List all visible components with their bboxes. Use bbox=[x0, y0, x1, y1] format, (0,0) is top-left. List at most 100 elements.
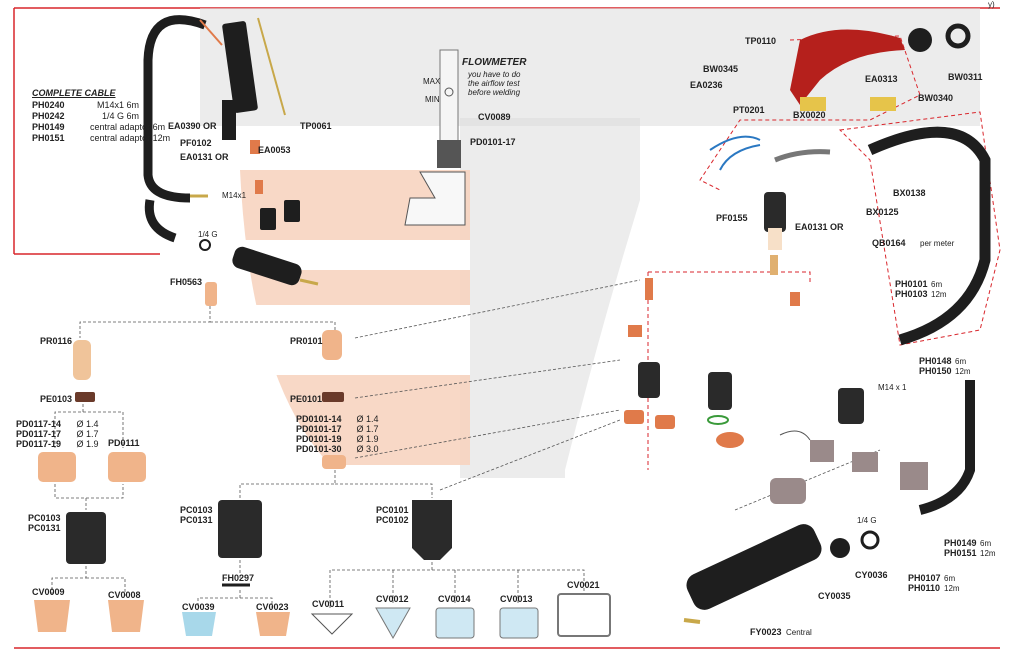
label-bw0345: BW0345 bbox=[703, 64, 739, 74]
label-ph0150: PH0150 bbox=[919, 366, 952, 376]
label-pr0116: PR0116 bbox=[40, 336, 73, 346]
label-pe0101: PE0101 bbox=[290, 394, 323, 404]
label-pc0103: PC0103 bbox=[28, 513, 61, 523]
label-ph0103: PH0103 bbox=[895, 289, 928, 299]
label-ph0151-len: 12m bbox=[980, 549, 996, 558]
pd0101-dia: Ø 3.0 bbox=[356, 444, 379, 454]
list-item: PD0117-19 Ø 1.9 bbox=[16, 439, 99, 449]
label-cv0013: CV0013 bbox=[500, 594, 533, 604]
cell-len: 6m bbox=[126, 100, 140, 110]
label-m14x1: M14x1 bbox=[222, 191, 247, 200]
pd0117-code: PD0117-19 bbox=[16, 439, 62, 449]
label-pd0111: PD0111 bbox=[108, 438, 140, 448]
label-cy0035: CY0035 bbox=[818, 591, 851, 601]
label-pf0155: PF0155 bbox=[716, 213, 748, 223]
label-qb0164-sub: per meter bbox=[920, 239, 955, 248]
label-fy0023: FY0023 bbox=[750, 627, 782, 637]
label-ph0148: PH0148 bbox=[919, 356, 952, 366]
label-pc0102: PC0102 bbox=[376, 515, 409, 525]
label-ea0236: EA0236 bbox=[690, 80, 723, 90]
corner-text: y) bbox=[988, 0, 995, 9]
cell-spec: central adaptor bbox=[90, 133, 151, 143]
label-cv0011: CV0011 bbox=[312, 599, 345, 609]
label-ea0313: EA0313 bbox=[865, 74, 898, 84]
label-bw0340: BW0340 bbox=[918, 93, 954, 103]
label-ph0151: PH0151 bbox=[944, 548, 977, 558]
list-item: PD0117-17 Ø 1.7 bbox=[16, 429, 99, 439]
label-fh0297: FH0297 bbox=[222, 573, 255, 583]
label-bx0138: BX0138 bbox=[893, 188, 926, 198]
label-pr0101: PR0101 bbox=[290, 336, 323, 346]
label-cv0014: CV0014 bbox=[438, 594, 471, 604]
list-item: PD0101-17 Ø 1.7 bbox=[296, 424, 379, 434]
list-item: PD0101-30 Ø 3.0 bbox=[296, 444, 379, 454]
label-ph0103-len: 12m bbox=[931, 290, 947, 299]
label-pe0103: PE0103 bbox=[40, 394, 73, 404]
watermark-bar bbox=[200, 8, 980, 126]
table-row: PH0242 1/4 G 6m bbox=[32, 111, 139, 121]
pd0101-dia: Ø 1.7 bbox=[356, 424, 379, 434]
label-qb0164: QB0164 bbox=[872, 238, 906, 248]
label-pd0101-17: PD0101-17 bbox=[470, 137, 516, 147]
label-cv0089: CV0089 bbox=[478, 112, 511, 122]
label-cv0021: CV0021 bbox=[567, 580, 600, 590]
label-cv0039: CV0039 bbox=[182, 602, 215, 612]
list-item: PD0101-19 Ø 1.9 bbox=[296, 434, 379, 444]
label-bx0020: BX0020 bbox=[793, 110, 826, 120]
label-cv0012: CV0012 bbox=[376, 594, 409, 604]
label-tp0110: TP0110 bbox=[745, 36, 777, 46]
label-ph0110-len: 12m bbox=[944, 584, 960, 593]
list-item: PD0101-14 Ø 1.4 bbox=[296, 414, 379, 424]
flowmeter-max: MAX bbox=[423, 77, 441, 86]
pd0101-dia: Ø 1.4 bbox=[356, 414, 379, 424]
label-ea0053: EA0053 bbox=[258, 145, 291, 155]
label-ph0149-len: 6m bbox=[980, 539, 992, 548]
cell-code: PH0242 bbox=[32, 111, 65, 121]
label-pc0103-mid: PC0103 bbox=[180, 505, 213, 515]
label-ph0149: PH0149 bbox=[944, 538, 977, 548]
label-tp0061: TP0061 bbox=[300, 121, 332, 131]
label-ea0390: EA0390 OR bbox=[168, 121, 217, 131]
label-ph0101-len: 6m bbox=[931, 280, 943, 289]
label-ph0110: PH0110 bbox=[908, 583, 941, 593]
cell-spec: 1/4 G bbox=[101, 111, 124, 121]
cell-len: 6m bbox=[126, 111, 140, 121]
label-cy0036: CY0036 bbox=[855, 570, 888, 580]
pd0101-dia: Ø 1.9 bbox=[356, 434, 379, 444]
pd0101-code: PD0101-14 bbox=[296, 414, 342, 424]
cell-len: 6m bbox=[152, 122, 166, 132]
label-fy0023-sub: Central bbox=[786, 628, 812, 637]
pd0117-code: PD0117-14 bbox=[16, 419, 62, 429]
pd0117-dia: Ø 1.4 bbox=[76, 419, 99, 429]
label-cv0023: CV0023 bbox=[256, 602, 289, 612]
label-ph0148-len: 6m bbox=[955, 357, 967, 366]
label-ea0131-right: EA0131 OR bbox=[795, 222, 844, 232]
label-pc0131-mid: PC0131 bbox=[180, 515, 213, 525]
pd0101-code: PD0101-19 bbox=[296, 434, 342, 444]
label-bw0311: BW0311 bbox=[948, 72, 983, 82]
pd0117-code: PD0117-17 bbox=[16, 429, 62, 439]
label-quarter-g: 1/4 G bbox=[198, 230, 218, 239]
flowmeter-title: FLOWMETER bbox=[462, 57, 527, 68]
pd0101-code: PD0101-30 bbox=[296, 444, 342, 454]
flowmeter-note-1: you have to do bbox=[468, 70, 521, 79]
pd0101-code: PD0101-17 bbox=[296, 424, 342, 434]
label-pt0201: PT0201 bbox=[733, 105, 765, 115]
label-ph0107: PH0107 bbox=[908, 573, 941, 583]
label-ph0107-len: 6m bbox=[944, 574, 956, 583]
cell-spec: M14x1 bbox=[96, 100, 124, 110]
flowmeter-note-3: before welding bbox=[468, 88, 521, 97]
label-ea0131: EA0131 OR bbox=[180, 152, 229, 162]
cell-len: 12m bbox=[152, 133, 171, 143]
label-fh0563: FH0563 bbox=[170, 277, 203, 287]
label-quarter-g-right: 1/4 G bbox=[857, 516, 877, 525]
cell-code: PH0149 bbox=[32, 122, 65, 132]
label-m14x1-right: M14 x 1 bbox=[878, 383, 907, 392]
pd0117-dia: Ø 1.7 bbox=[76, 429, 99, 439]
label-ph0150-len: 12m bbox=[955, 367, 971, 376]
